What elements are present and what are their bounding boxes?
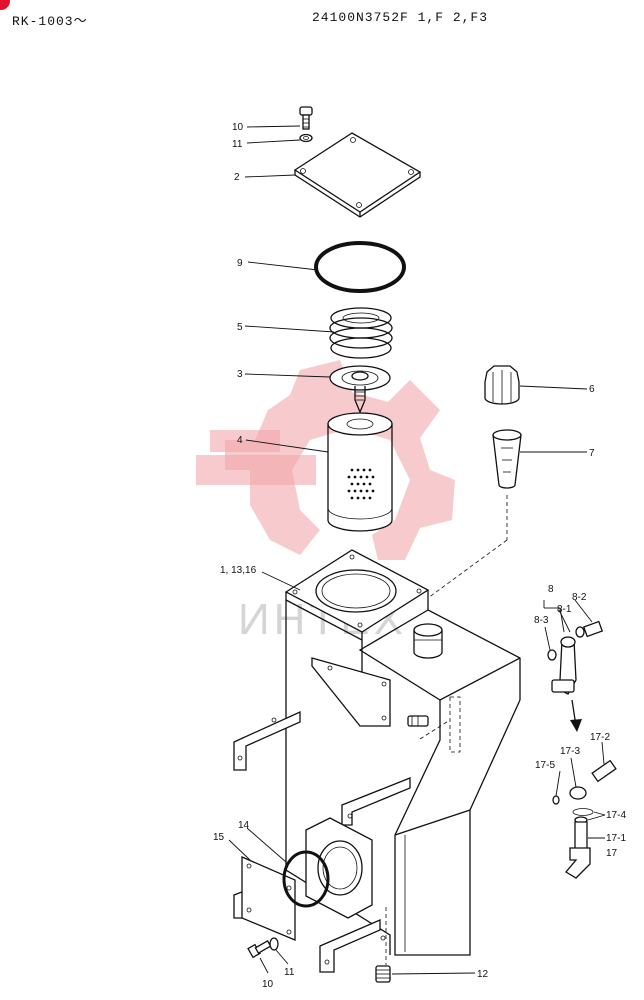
callout-8: 8 <box>548 584 554 595</box>
callout-17-1: 17-1 <box>606 833 626 844</box>
part-5-spring <box>329 307 393 359</box>
part-1-hydraulic-tank-body <box>233 549 521 973</box>
part-8-elbow-fitting-assembly <box>543 599 604 732</box>
callout-6: 6 <box>589 384 595 395</box>
callout-11-top: 11 <box>232 139 243 150</box>
callout-2: 2 <box>234 172 240 183</box>
drawing-number: 24100N3752F 1,F 2,F3 <box>312 10 489 25</box>
part-9-o-ring <box>314 241 406 293</box>
callout-11-bottom: 11 <box>284 967 295 978</box>
part-15-access-cover <box>241 856 296 941</box>
part-10-bolt-bottom <box>247 940 272 959</box>
part-14-gasket-ring <box>282 850 330 908</box>
part-11-washer-top <box>299 133 313 143</box>
callout-15: 15 <box>213 832 225 843</box>
part-6-filler-cap <box>484 365 520 405</box>
callout-3: 3 <box>237 369 243 380</box>
callout-8-3: 8-3 <box>534 615 549 626</box>
part-12-drain-plug <box>375 965 391 983</box>
part-4-filter-element <box>327 412 393 532</box>
part-3-valve <box>329 365 391 414</box>
callout-9: 9 <box>237 258 243 269</box>
callout-leader-lines <box>228 125 588 975</box>
callout-4: 4 <box>237 435 243 446</box>
callout-8-2: 8-2 <box>572 592 587 603</box>
callout-14: 14 <box>238 820 250 831</box>
callout-8-1: 8-1 <box>557 604 572 615</box>
callout-17-4: 17-4 <box>606 810 626 821</box>
part-7-strainer <box>427 429 522 599</box>
part-2-cover-plate <box>293 132 422 218</box>
callout-17-5: 17-5 <box>535 760 555 771</box>
watermark-gear-logo <box>196 360 455 560</box>
callout-5: 5 <box>237 322 243 333</box>
callout-12: 12 <box>477 969 489 980</box>
corner-marker <box>0 0 10 10</box>
callout-17: 17 <box>606 848 618 859</box>
callout-10-top: 10 <box>232 122 244 133</box>
callout-17-3: 17-3 <box>560 746 580 757</box>
part-17-fitting-assembly <box>552 741 617 879</box>
model-range-label: RK-1003～ <box>12 14 88 29</box>
part-11-washer-bottom <box>269 937 279 951</box>
callout-17-2: 17-2 <box>590 732 610 743</box>
callout-7: 7 <box>589 448 595 459</box>
part-10-bolt-top <box>299 106 313 130</box>
callout-1-13-16: 1, 13,16 <box>220 565 257 576</box>
callout-10-bottom: 10 <box>262 979 274 990</box>
